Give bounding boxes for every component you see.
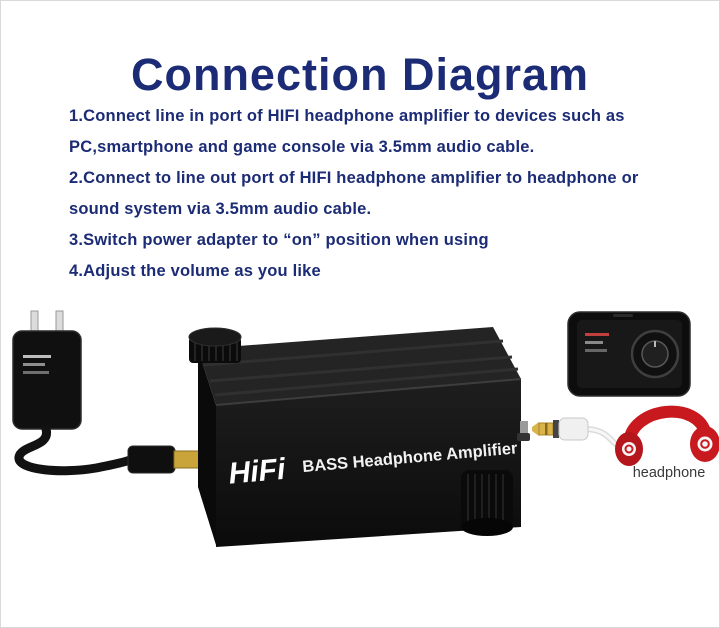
jack-body-icon [558,417,589,441]
plug-prong-icon [55,310,64,334]
screen-text-line [585,333,609,336]
jack-collar-icon [553,420,559,438]
adapter-label-line [23,355,51,358]
amplifier-edge-highlight [215,378,522,406]
screen-text-line [585,349,607,352]
knob-ridges [194,339,238,361]
amplifier-front-face [216,379,521,547]
phone-speaker-icon [613,314,633,317]
power-adapter-illustration [12,310,82,430]
screen-text-line [585,341,603,344]
usb-cable-illustration [14,424,201,476]
left-logo-ring-icon [624,444,634,454]
heatsink-fins [203,339,519,397]
power-switch-icon [517,421,530,441]
adapter-label-line [23,363,45,366]
switch-lever [520,421,528,436]
right-logo-ring-icon [700,439,710,449]
instruction-step-4: 4.Adjust the volume as you like [69,262,321,280]
knob-bottom [461,518,513,536]
knob-top [188,327,242,347]
amplifier-brand-text: HiFi [227,453,287,491]
usb-connector-body [127,445,176,474]
connection-illustration: HiFi BASS Headphone Amplifier [12,310,719,547]
headphones-illustration [615,405,719,466]
right-logo-icon [697,436,713,452]
headband [623,405,712,449]
instruction-step-1: 1.Connect line in port of HIFI headphone… [69,107,625,156]
usb-cable [14,424,135,476]
jack-ring-icon [545,423,548,435]
instruction-list: 1.Connect line in port of HIFI headphone… [69,101,681,287]
plug-prong-icon [30,310,39,334]
knob-ridges [467,474,504,523]
amplifier-left-face [198,349,216,545]
smartphone-illustration [567,311,691,397]
usb-connector-tip-icon [173,450,201,469]
switch-base [517,433,530,441]
adapter-body [12,330,82,430]
adapter-label-line [23,371,49,374]
headphone-caption: headphone [633,465,706,481]
jack-tip-icon [532,422,539,436]
amplifier-illustration: HiFi BASS Headphone Amplifier [188,327,530,547]
instruction-step-2: 2.Connect to line out port of HIFI headp… [69,169,639,218]
left-logo-icon [622,442,636,456]
amplifier-top-knob [188,327,242,363]
page-title: Connection Diagram [130,49,590,101]
amplifier-volume-knob [461,470,513,536]
instruction-step-3: 3.Switch power adapter to “on” position … [69,231,489,249]
